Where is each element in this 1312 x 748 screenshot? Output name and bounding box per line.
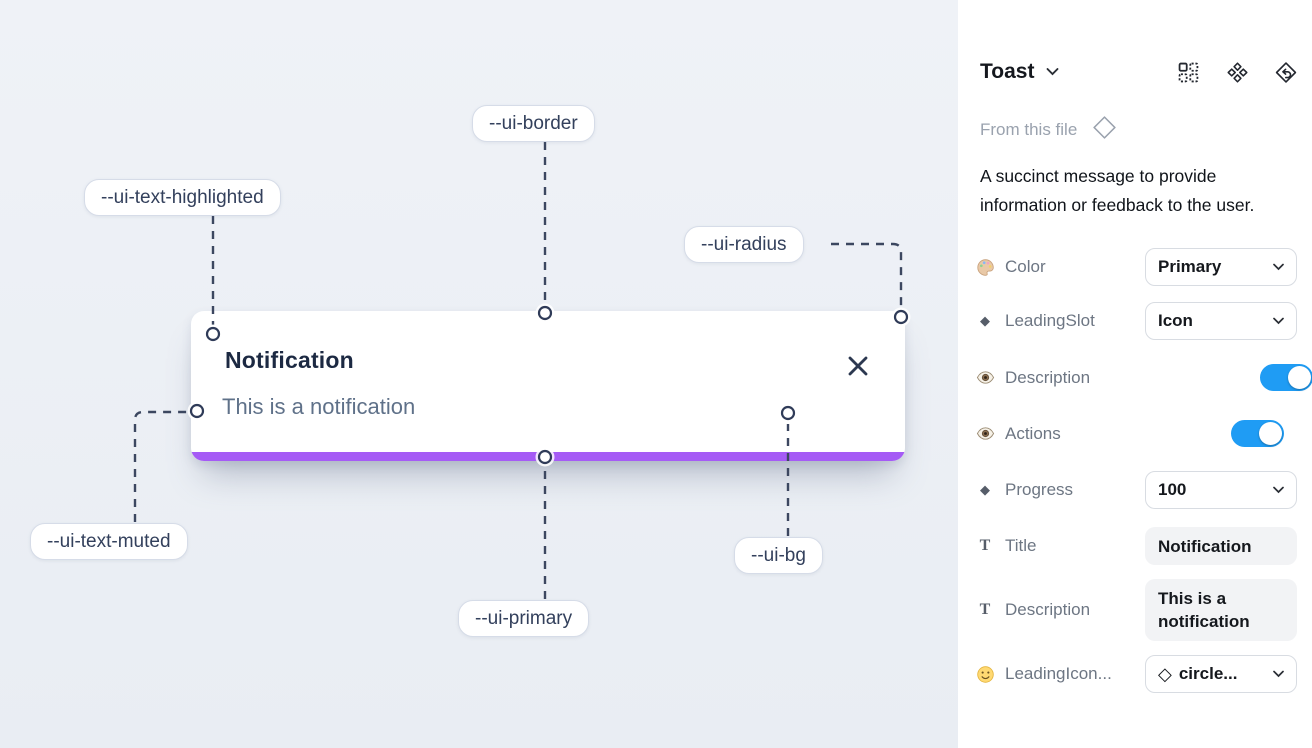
annotation-ui-text-muted: --ui-text-muted — [30, 523, 188, 560]
prop-label: Progress — [1005, 480, 1074, 499]
prop-row-actions-toggle: Actions — [975, 420, 1297, 447]
smiley-icon — [975, 665, 995, 684]
prop-label: Description — [1005, 600, 1091, 619]
component-selector[interactable]: Toast — [980, 60, 1059, 84]
prop-label: LeadingIcon... — [1005, 664, 1112, 683]
annotation-connectors — [133, 142, 911, 599]
text-icon: T — [979, 601, 991, 618]
chevron-down-icon — [1273, 665, 1284, 683]
color-select[interactable]: Primary — [1145, 248, 1297, 286]
selected-value: Icon — [1158, 311, 1193, 330]
source-label: From this file — [980, 120, 1078, 139]
connector-point — [778, 403, 798, 423]
eye-icon — [975, 368, 995, 387]
toggle-knob — [1288, 366, 1312, 389]
prop-row-description-text: T Description This is a notification — [975, 579, 1297, 641]
eye-icon — [975, 424, 995, 443]
prop-label: Description — [1005, 367, 1091, 387]
toast-description: This is a notification — [222, 394, 416, 419]
description-toggle[interactable] — [1260, 364, 1312, 391]
toggle-knob — [1258, 422, 1282, 445]
component-icon[interactable] — [1226, 61, 1248, 83]
chevron-down-icon — [1273, 258, 1284, 276]
chevron-down-icon — [1273, 312, 1284, 330]
source-indicator: From this file — [980, 114, 1118, 146]
connector-point — [891, 307, 911, 327]
annotation-ui-text-highlighted: --ui-text-highlighted — [84, 179, 281, 216]
annotation-ui-border: --ui-border — [472, 105, 595, 142]
text-icon: T — [979, 537, 991, 554]
connector-point — [187, 401, 207, 421]
panel-title: Toast — [980, 60, 1035, 83]
palette-icon — [975, 258, 995, 277]
component-description: A succinct message to provide informatio… — [980, 166, 1255, 215]
chevron-down-icon — [1046, 63, 1059, 81]
chevron-down-icon — [1273, 481, 1284, 499]
annotation-ui-radius: --ui-radius — [684, 226, 804, 263]
close-icon — [846, 356, 870, 381]
connector-point — [535, 303, 555, 323]
connector-point — [203, 324, 223, 344]
diamond-icon: ◆ — [980, 313, 990, 328]
toast-title: Notification — [225, 347, 354, 373]
prop-row-description-toggle: Description — [975, 364, 1312, 391]
diamond-outline-icon — [1091, 114, 1118, 146]
prop-label: Color — [1005, 257, 1046, 276]
design-canvas[interactable]: Notification This is a notification — [0, 0, 958, 748]
prop-row-leadingicon: LeadingIcon... ◇ circle... — [975, 655, 1297, 693]
selected-value: 100 — [1158, 480, 1187, 499]
actions-toggle[interactable] — [1230, 420, 1284, 447]
close-button[interactable] — [845, 354, 871, 380]
selected-value: circle... — [1178, 664, 1238, 683]
diamond-icon: ◆ — [980, 482, 990, 497]
prop-label: Actions — [1005, 423, 1061, 443]
connector-point — [535, 447, 555, 467]
description-input[interactable]: This is a notification — [1145, 579, 1297, 641]
instance-grid-icon[interactable] — [1177, 61, 1199, 83]
prop-row-progress: ◆ Progress 100 — [975, 471, 1297, 509]
title-input[interactable]: Notification — [1145, 527, 1297, 565]
properties-panel: Toast — [958, 0, 1312, 748]
selected-value: Primary — [1158, 257, 1222, 276]
annotation-ui-bg: --ui-bg — [734, 537, 823, 574]
prop-row-leadingslot: ◆ LeadingSlot Icon — [975, 302, 1297, 340]
annotation-ui-primary: --ui-primary — [458, 600, 590, 637]
progress-select[interactable]: 100 — [1145, 471, 1297, 509]
diamond-outline-icon: ◇ — [1158, 663, 1172, 684]
detach-instance-icon[interactable] — [1275, 61, 1297, 83]
prop-label: Title — [1005, 536, 1037, 555]
leadingslot-select[interactable]: Icon — [1145, 302, 1297, 340]
prop-row-title: T Title Notification — [975, 527, 1297, 565]
prop-label: LeadingSlot — [1005, 311, 1095, 330]
leadingicon-select[interactable]: ◇ circle... — [1145, 655, 1297, 693]
prop-row-color: Color Primary — [975, 248, 1297, 286]
